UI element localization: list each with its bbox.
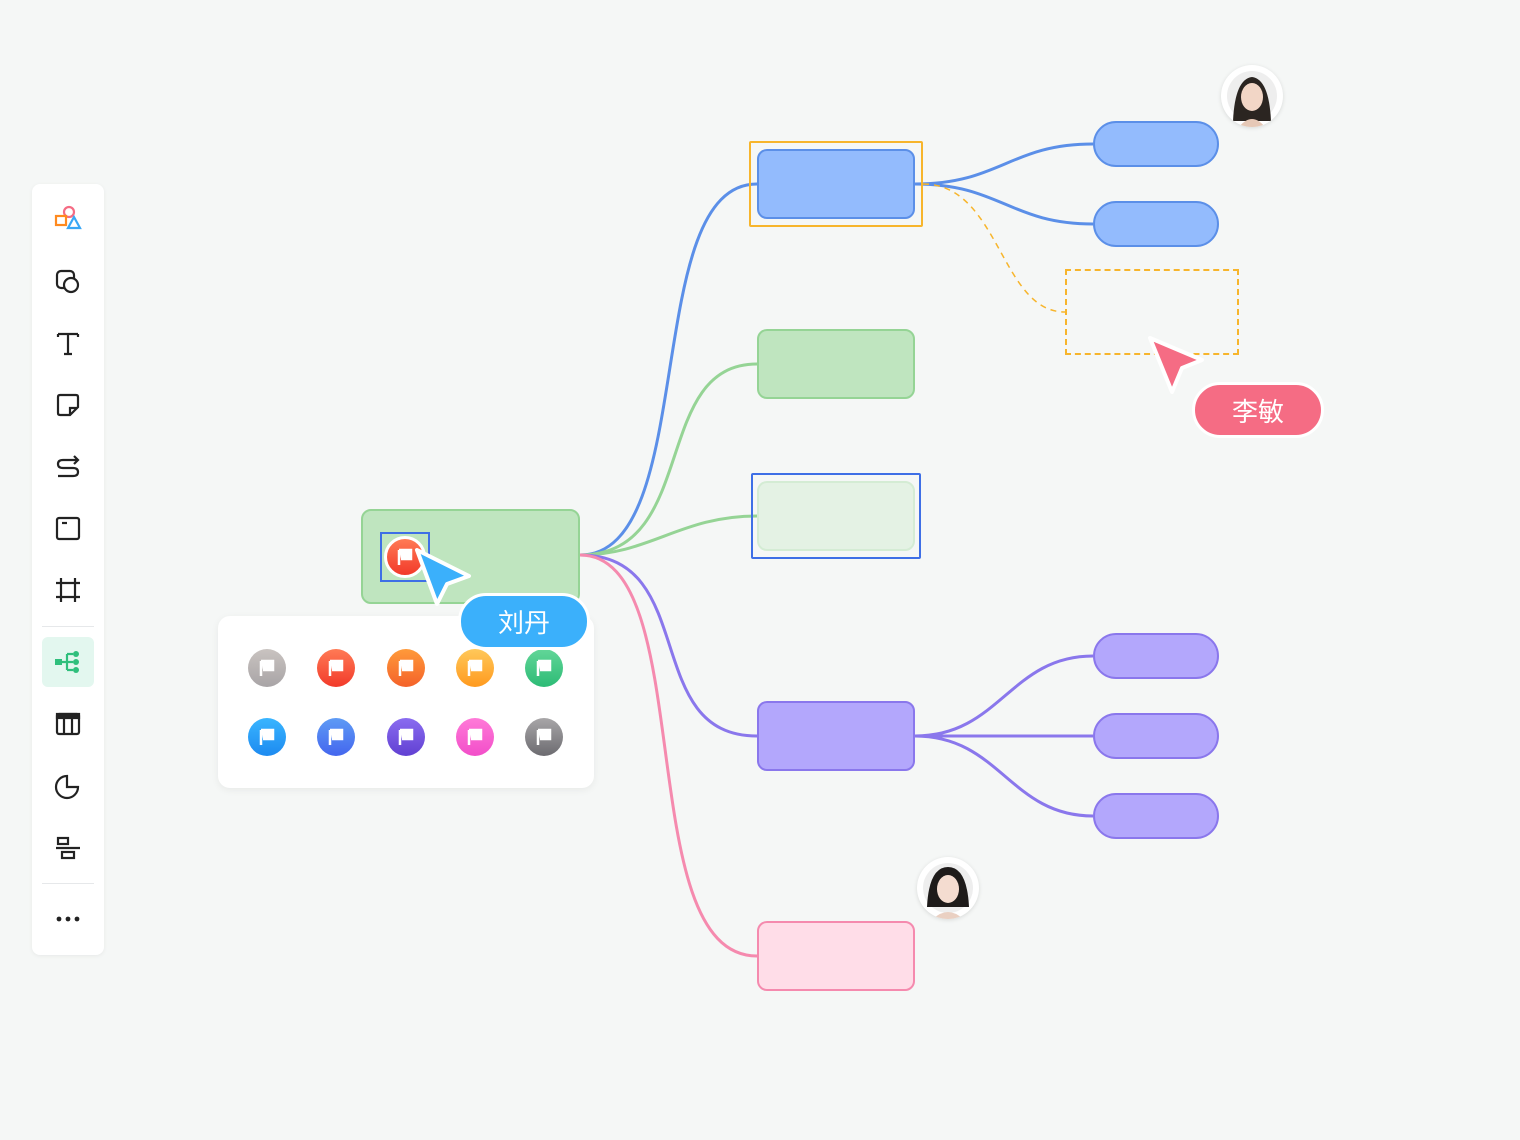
cursor-limin-icon bbox=[1148, 336, 1204, 394]
avatar[interactable] bbox=[917, 857, 979, 919]
flag-palette-popup bbox=[218, 616, 594, 788]
toolbar-divider bbox=[42, 626, 94, 627]
branch-node-light-green[interactable] bbox=[757, 481, 915, 551]
collaborator-label-liudan: 刘丹 bbox=[458, 593, 590, 650]
leaf-node-purple-3[interactable] bbox=[1093, 793, 1219, 839]
sticky-note-icon bbox=[56, 393, 80, 417]
tool-connector[interactable] bbox=[42, 442, 94, 492]
selection-box bbox=[749, 141, 923, 227]
tool-text[interactable] bbox=[42, 318, 94, 368]
tool-sticky-note[interactable] bbox=[42, 380, 94, 430]
shapes-icon bbox=[54, 205, 82, 230]
branch-node-blue[interactable] bbox=[757, 149, 915, 219]
tool-crop[interactable] bbox=[42, 565, 94, 615]
connector-dashed bbox=[922, 183, 1066, 313]
connector-blue-leaf2 bbox=[914, 182, 1094, 226]
placeholder-node[interactable] bbox=[1065, 269, 1239, 355]
cursor-liudan-icon bbox=[415, 548, 471, 606]
connector-root-lightgreen bbox=[579, 514, 758, 557]
frame-icon bbox=[55, 516, 81, 541]
leaf-node-purple-2[interactable] bbox=[1093, 713, 1219, 759]
tool-chart[interactable] bbox=[42, 761, 94, 811]
purple-flag-option-icon[interactable] bbox=[387, 718, 425, 756]
toolbar-divider bbox=[42, 883, 94, 884]
avatar[interactable] bbox=[1221, 65, 1283, 127]
branch-node-green[interactable] bbox=[757, 329, 915, 399]
align-icon bbox=[56, 836, 80, 860]
orange-flag-option-icon[interactable] bbox=[387, 649, 425, 687]
leaf-node-blue-2[interactable] bbox=[1093, 201, 1219, 247]
leaf-node-blue-1[interactable] bbox=[1093, 121, 1219, 167]
indigo-flag-option-icon[interactable] bbox=[317, 718, 355, 756]
collaborator-label-limin: 李敏 bbox=[1192, 382, 1324, 438]
dark-gray-flag-option-icon[interactable] bbox=[525, 718, 563, 756]
connector-purple-leaf1 bbox=[914, 654, 1094, 738]
crop-icon bbox=[56, 578, 80, 602]
left-toolbar bbox=[32, 184, 104, 955]
blue-flag-option-icon[interactable] bbox=[248, 718, 286, 756]
branch-node-pink[interactable] bbox=[757, 921, 915, 991]
more-icon bbox=[56, 916, 80, 922]
connector-root-green bbox=[579, 362, 758, 557]
branch-node-purple[interactable] bbox=[757, 701, 915, 771]
yellow-flag-option-icon[interactable] bbox=[456, 649, 494, 687]
leaf-node-purple-1[interactable] bbox=[1093, 633, 1219, 679]
tool-table[interactable] bbox=[42, 699, 94, 749]
tool-align[interactable] bbox=[42, 823, 94, 873]
gray-flag-option-icon[interactable] bbox=[248, 649, 286, 687]
red-flag-option-icon[interactable] bbox=[317, 649, 355, 687]
connector-icon bbox=[56, 455, 80, 478]
tool-more[interactable] bbox=[42, 894, 94, 944]
tool-shape-library[interactable] bbox=[42, 256, 94, 306]
tool-frame[interactable] bbox=[42, 503, 94, 553]
connector-root-blue bbox=[579, 182, 758, 557]
tool-mindmap[interactable] bbox=[42, 637, 94, 687]
shape-library-icon bbox=[55, 269, 80, 294]
magenta-flag-option-icon[interactable] bbox=[456, 718, 494, 756]
selection-box bbox=[751, 473, 921, 559]
mindmap-icon bbox=[55, 651, 79, 673]
connector-purple-leaf3 bbox=[914, 734, 1094, 818]
green-flag-option-icon[interactable] bbox=[525, 649, 563, 687]
text-icon bbox=[56, 332, 80, 356]
connector-root-pink bbox=[579, 553, 758, 958]
tool-shapes[interactable] bbox=[42, 194, 94, 244]
connector-blue-leaf1 bbox=[914, 142, 1094, 186]
pie-chart-icon bbox=[54, 774, 80, 800]
table-icon bbox=[55, 712, 81, 736]
connector-root-purple bbox=[579, 553, 758, 738]
